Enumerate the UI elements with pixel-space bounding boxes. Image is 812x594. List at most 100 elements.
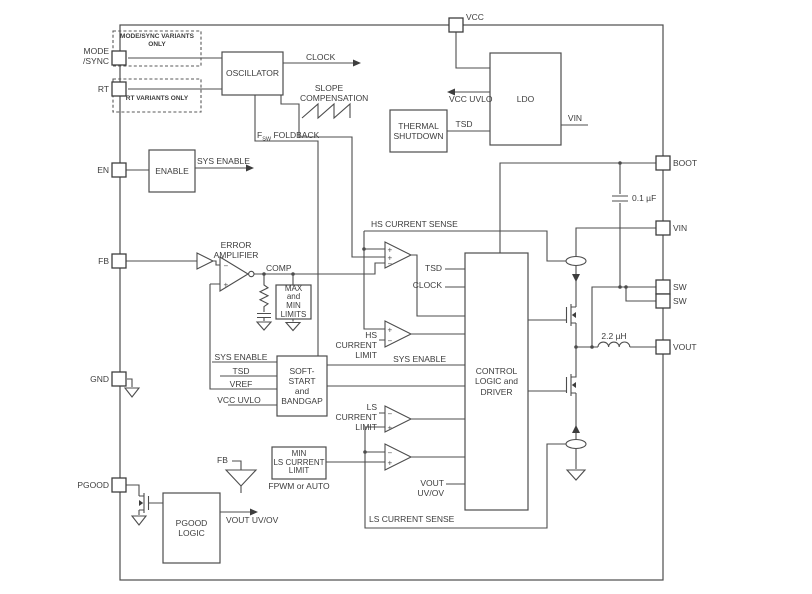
slope-compensation-wire (280, 95, 385, 258)
pin-label-sw1: SW (673, 282, 687, 292)
comp-label: COMP (266, 263, 292, 273)
vcc-ldo-wires (447, 32, 588, 132)
ctrl-vout-uvov-label: VOUT UV/OV (417, 478, 444, 498)
pin-label-mode-sync: MODE /SYNC (83, 46, 109, 66)
thermal-shutdown-block (389, 109, 448, 153)
hs-current-sense-wire (364, 230, 566, 262)
vout-uvov-arrowhead (250, 508, 258, 516)
enable-wires (126, 164, 254, 172)
pin-label-vin: VIN (673, 223, 688, 233)
pin-sw1 (655, 279, 671, 295)
svg-text:−: − (388, 260, 393, 269)
min-ls-current-limit-label: MIN LS CURRENT LIMIT (273, 449, 325, 476)
power-stage (499, 161, 657, 481)
pwm-comparator-triangle (384, 241, 413, 269)
ldo-label: LDO (516, 93, 535, 104)
pin-pgood (111, 477, 127, 493)
ground-icon (284, 321, 302, 332)
gnd-wires (123, 378, 141, 398)
pgood-fb-label: FB (217, 455, 228, 465)
pin-label-vcc: VCC (466, 12, 484, 22)
ss-tsd-label: TSD (232, 366, 250, 376)
pin-label-gnd: GND (90, 374, 109, 384)
current-arrow-up (572, 425, 580, 433)
ls-current-sense-label: LS CURRENT SENSE (369, 514, 455, 524)
oscillator-wires (128, 57, 385, 356)
ls-current-limit-label: LS CURRENT LIMIT (335, 402, 377, 432)
pgood-fb-triangle (224, 469, 258, 487)
soft-start-bandgap-block (276, 355, 328, 417)
ls-comparator-wires (326, 405, 566, 529)
oscillator-block (221, 51, 284, 96)
fsw-foldback-label: FSW FOLDBACK (257, 130, 320, 143)
block-outlines (148, 51, 562, 564)
svg-text:+: + (388, 459, 393, 468)
ls-current-sensor-icon (565, 438, 587, 450)
current-arrow-down (572, 274, 580, 282)
sw-wires (591, 286, 657, 347)
pin-label-rt: RT (97, 84, 109, 94)
thermal-shutdown-label: THERMAL SHUTDOWN (393, 120, 444, 141)
ground-icon (565, 469, 587, 481)
comp-wire (254, 262, 385, 275)
error-amplifier-label: ERROR AMPLIFIER (213, 240, 259, 260)
vref-wire (209, 283, 277, 390)
fsw-foldback-wire (254, 95, 319, 356)
ss-vcc-uvlo-label: VCC UVLO (217, 395, 261, 405)
boot-cap-value: 0.1 µF (632, 193, 657, 203)
ground-icon (130, 515, 148, 526)
comp-resistor (258, 274, 270, 312)
min-ls-current-limit-block (271, 446, 327, 480)
tsd-label: TSD (455, 119, 473, 129)
comp-capacitor (257, 312, 271, 321)
fpwm-or-auto-label: FPWM or AUTO (268, 481, 330, 491)
boot-capacitor (612, 163, 628, 287)
ctrl-tsd-label: TSD (425, 263, 442, 273)
comparator-signs: − + + + − + − − + − + (224, 246, 393, 468)
error-amplifier-wires (126, 252, 385, 390)
ldo-block (489, 52, 562, 146)
slope-compensation-label: SLOPE COMPENSATION (300, 83, 369, 103)
hs-current-sense-label: HS CURRENT SENSE (371, 219, 458, 229)
ground-icon (255, 321, 273, 331)
pin-vin (655, 220, 671, 236)
hs-current-limit-label: HS CURRENT LIMIT (335, 330, 377, 360)
pgood-logic-block (162, 492, 221, 564)
pgood-mosfet (126, 484, 163, 515)
pin-label-pgood: PGOOD (77, 480, 109, 490)
enable-label: ENABLE (155, 165, 189, 176)
max-min-limits-label: MAX and MIN LIMITS (280, 283, 307, 319)
ldo-vin-label: VIN (567, 113, 583, 123)
pin-rt (111, 81, 127, 97)
max-min-limits-block (275, 284, 312, 320)
pin-squares (111, 17, 671, 493)
boot-wire (499, 162, 657, 253)
pgood-vout-uvov-label: VOUT UV/OV (226, 515, 279, 525)
ls-mosfet (528, 347, 577, 440)
pin-label-fb: FB (98, 256, 109, 266)
sawtooth-icon (301, 102, 351, 120)
clock-label: CLOCK (306, 52, 336, 62)
hs-current-sensor-icon (565, 255, 587, 267)
svg-text:+: + (388, 326, 393, 335)
pin-en (111, 162, 127, 178)
ground-icon (123, 387, 141, 398)
svg-text:−: − (388, 449, 393, 458)
vcc-uvlo-label: VCC UVLO (449, 94, 493, 104)
svg-text:+: + (388, 424, 393, 433)
control-logic-block (464, 252, 529, 511)
ls-current-limit-comparator (384, 405, 413, 433)
pin-mode-sync (111, 50, 127, 66)
pin-fb (111, 253, 127, 269)
pin-label-vout: VOUT (673, 342, 697, 352)
error-amplifier-triangle (219, 256, 250, 292)
pin-label-boot: BOOT (673, 158, 698, 168)
vin-wire (575, 227, 657, 307)
ctrl-sys-enable-label: SYS ENABLE (393, 354, 446, 364)
sys-enable-arrowhead (246, 164, 254, 172)
svg-text:+: + (224, 281, 229, 290)
hs-current-limit-comparator (384, 320, 413, 348)
variant-note-mode-sync: MODE/SYNC VARIANTS ONLY (120, 33, 194, 49)
vcc-uvlo-arrowhead (447, 88, 455, 96)
